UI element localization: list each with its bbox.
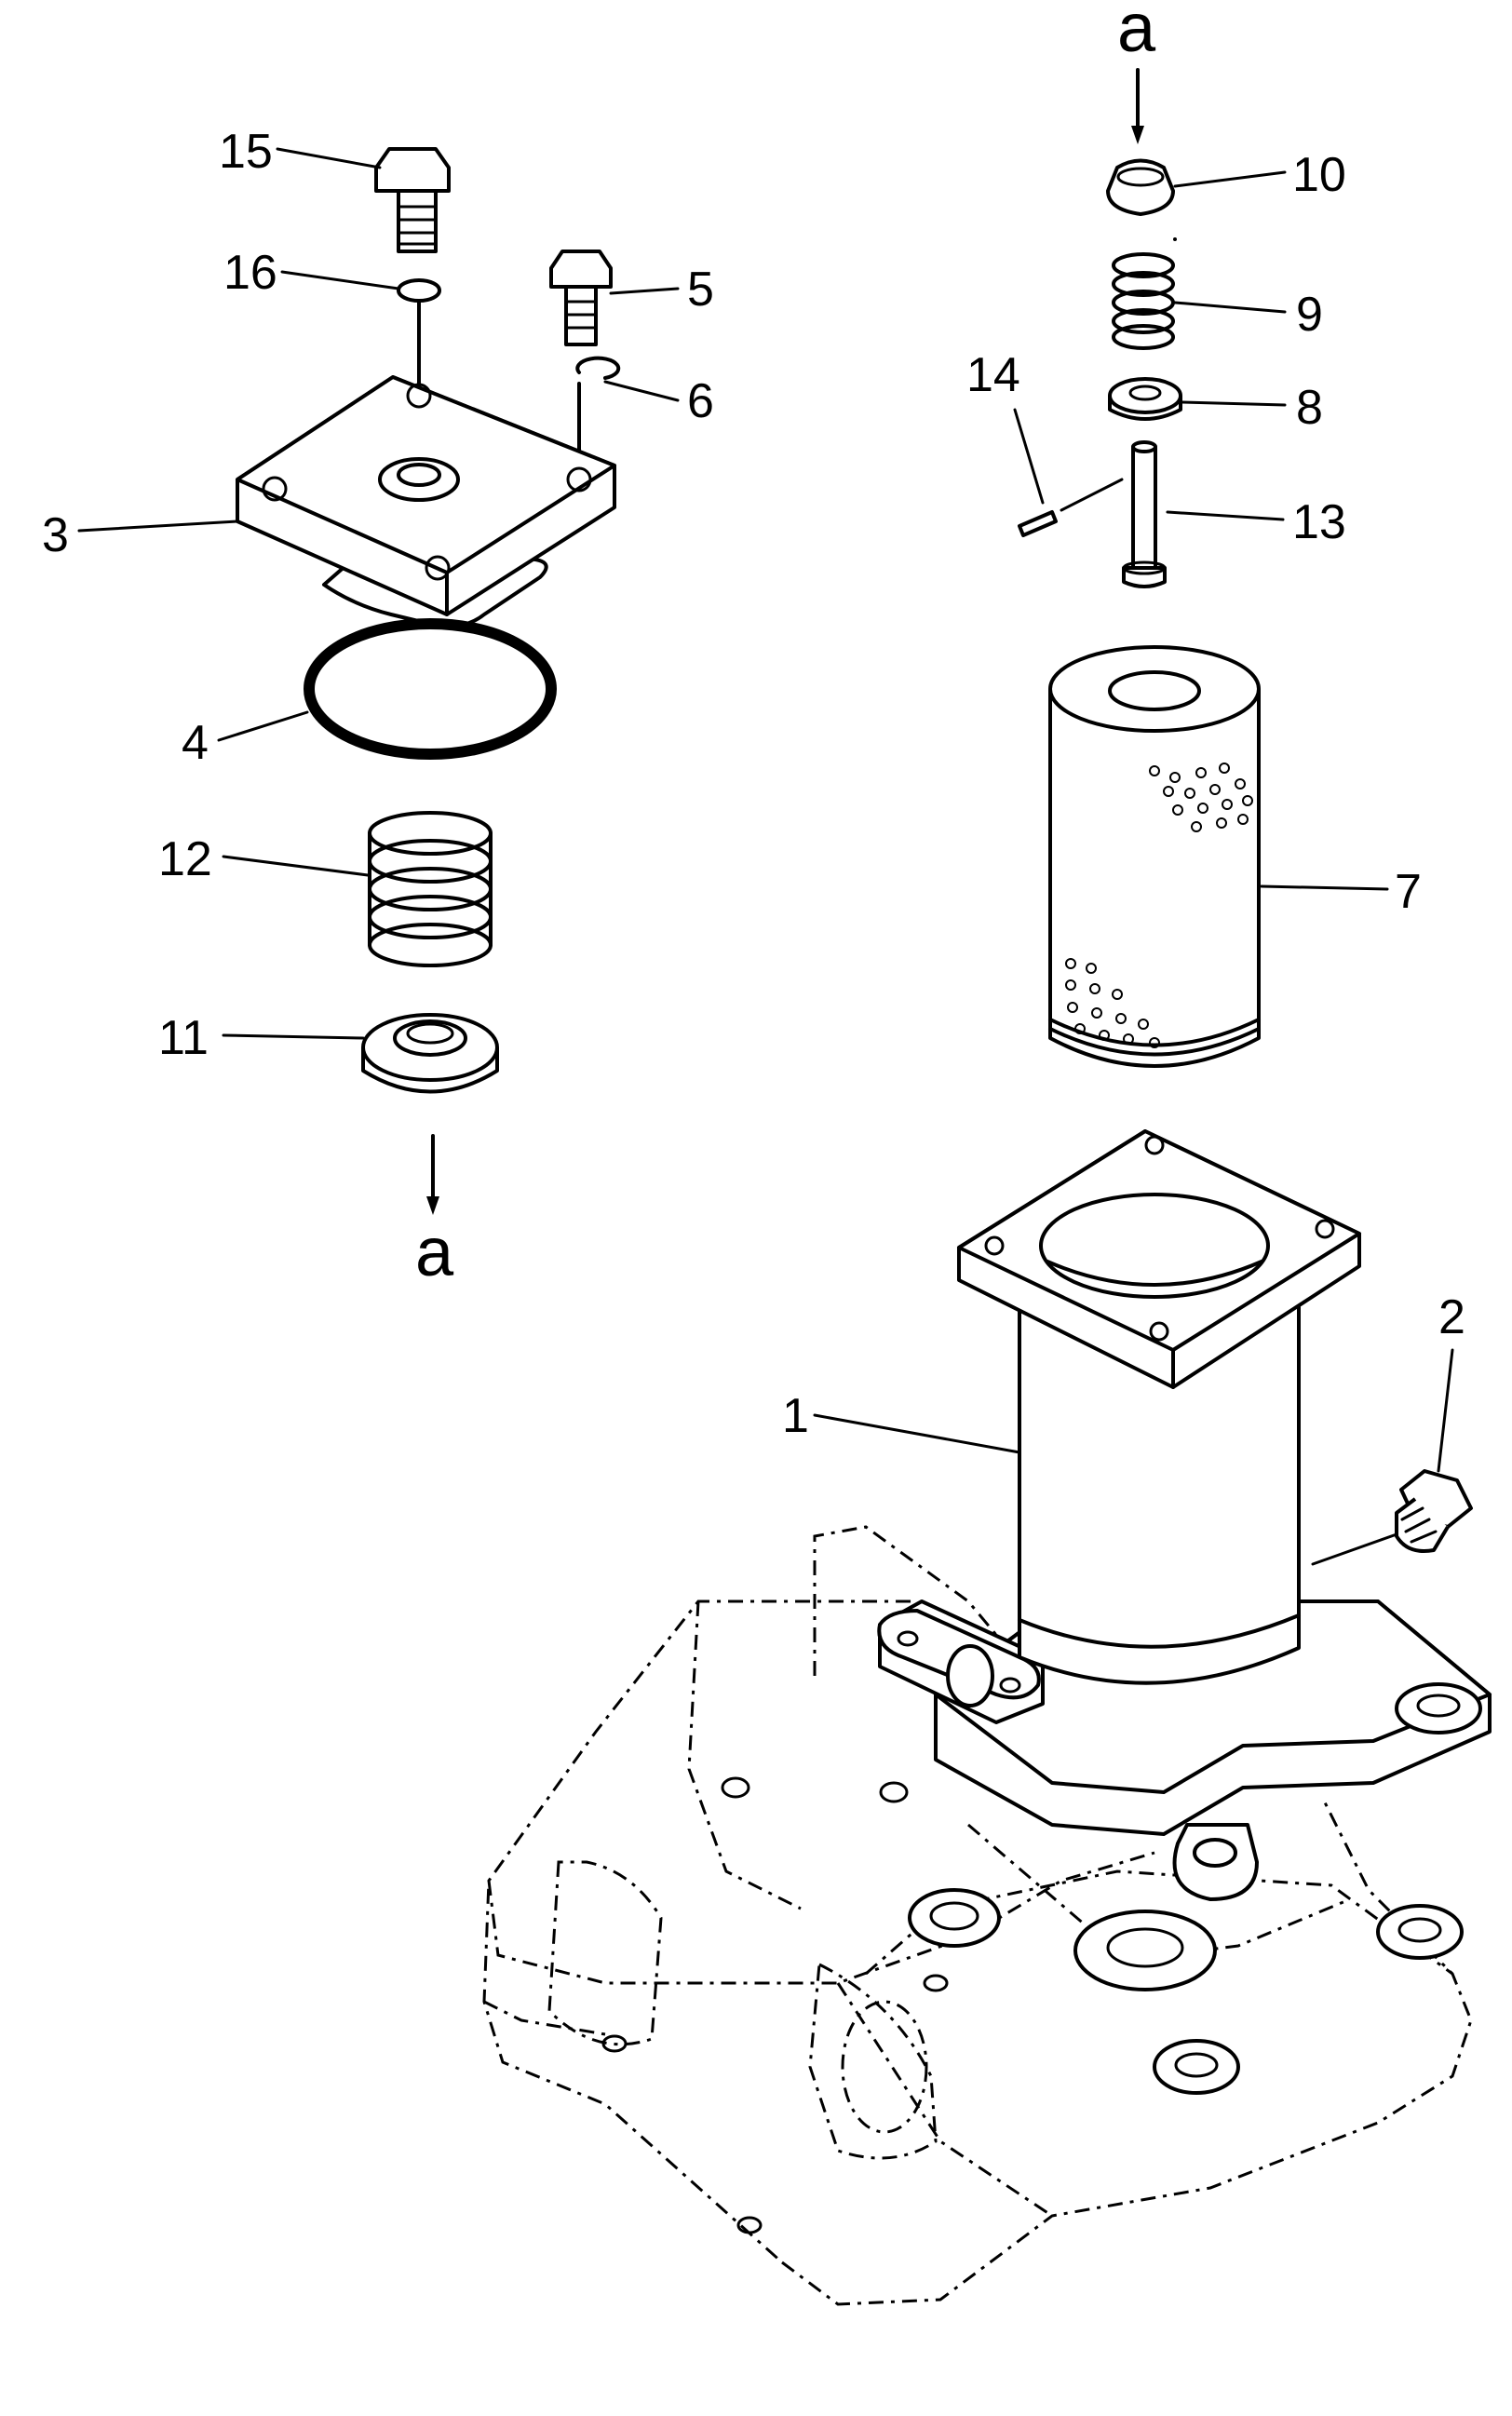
reference-mark-top: a <box>1117 0 1156 66</box>
label-12: 12 <box>158 832 212 886</box>
label-10: 10 <box>1292 148 1346 202</box>
part-11-seat <box>361 1013 499 1094</box>
label-9: 9 <box>1296 288 1323 342</box>
label-16: 16 <box>223 246 277 300</box>
part-14-pin <box>1018 478 1124 537</box>
part-12-spring <box>368 811 493 967</box>
part-2-plug <box>1395 1469 1473 1553</box>
reference-mark-bottom: a <box>415 1213 454 1290</box>
label-4: 4 <box>182 716 209 770</box>
part-16-washer <box>397 278 441 303</box>
part-6-lock-washer <box>575 356 621 380</box>
label-3: 3 <box>42 508 69 562</box>
leader-lines <box>77 147 1454 1473</box>
label-8: 8 <box>1296 381 1323 435</box>
label-1: 1 <box>782 1389 809 1443</box>
part-3-cover <box>236 375 616 628</box>
label-7: 7 <box>1395 865 1422 919</box>
part-number-labels: 15 16 5 6 3 4 12 11 10 9 8 13 14 7 1 2 <box>42 125 1465 1443</box>
part-9-spring <box>1112 252 1175 350</box>
label-13: 13 <box>1292 495 1346 549</box>
reference-arrow-bottom: a <box>415 1134 454 1290</box>
label-14: 14 <box>966 348 1020 402</box>
plug-axis-line <box>1311 1532 1398 1566</box>
label-15: 15 <box>219 125 273 179</box>
dot-mark <box>1173 237 1177 241</box>
part-10-cap <box>1106 158 1175 216</box>
part-7-filter-element <box>1048 645 1261 1068</box>
part-4-o-ring <box>304 618 557 760</box>
part-1-housing <box>482 1129 1492 2306</box>
label-6: 6 <box>687 374 714 428</box>
part-5-bolt <box>549 250 613 346</box>
label-11: 11 <box>158 1011 209 1065</box>
part-15-bolt <box>374 147 451 253</box>
part-13-stem <box>1122 440 1167 588</box>
label-5: 5 <box>687 263 714 317</box>
label-2: 2 <box>1438 1290 1465 1344</box>
reference-arrow-top: a <box>1117 0 1156 144</box>
part-8-seat <box>1108 377 1182 421</box>
